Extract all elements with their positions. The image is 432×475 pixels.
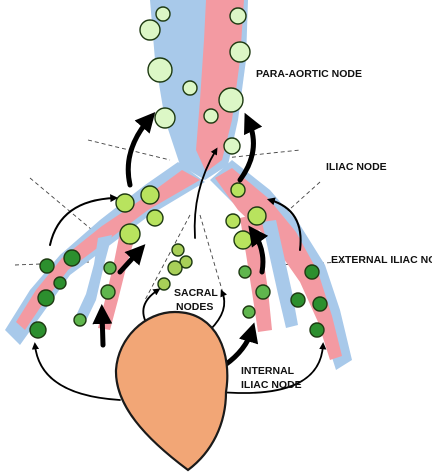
label-para-aortic: PARA-AORTIC NODE [256,68,362,80]
sacral-node [168,261,182,275]
sacral-node [158,278,170,290]
arrow-left-to-para-aortic [128,118,150,185]
para-aortic-node [148,58,172,82]
label-internal-iliac-line2: ILIAC NODE [241,379,302,391]
para-aortic-node [140,20,160,40]
internal-iliac-node [101,285,115,299]
external-iliac-node [40,259,54,273]
external-iliac-node [30,322,46,338]
iliac-node [231,183,245,197]
external-iliac-node [38,290,54,306]
iliac-node [248,207,266,225]
label-iliac: ILIAC NODE [326,161,387,173]
iliac-node [234,231,252,249]
pelvic-organ [116,312,227,470]
arrow-organ-to-right-internal [225,330,252,365]
internal-iliac-node [74,314,86,326]
iliac-node [141,186,159,204]
para-aortic-node [155,108,175,128]
internal-iliac-node [243,306,255,318]
label-external-iliac: EXTERNAL ILIAC NODE [331,254,432,266]
internal-iliac-node [239,266,251,278]
para-aortic-node [224,138,240,154]
para-aortic-node [219,88,243,112]
iliac-node [147,210,163,226]
para-aortic-node [156,7,170,21]
para-aortic-node [230,8,246,24]
sacral-node [172,244,184,256]
external-iliac-node [305,265,319,279]
external-iliac-node [310,323,324,337]
arrow-organ-to-left-external [35,345,120,400]
iliac-node [226,214,240,228]
label-internal-iliac-line1: INTERNAL [241,365,295,377]
sacral-nodes [158,244,192,290]
external-iliac-node [291,293,305,307]
internal-iliac-node [104,262,116,274]
para-aortic-node [183,81,197,95]
label-sacral-line2: NODES [176,301,213,313]
internal-iliac-node [256,285,270,299]
para-aortic-node [230,42,250,62]
arrow-organ-to-left-internal [102,312,103,345]
external-iliac-node [313,297,327,311]
label-sacral-line1: SACRAL [174,287,218,299]
iliac-node [120,224,140,244]
external-iliac-node [54,277,66,289]
iliac-node [116,194,134,212]
para-aortic-node [204,109,218,123]
external-iliac-node [64,250,80,266]
